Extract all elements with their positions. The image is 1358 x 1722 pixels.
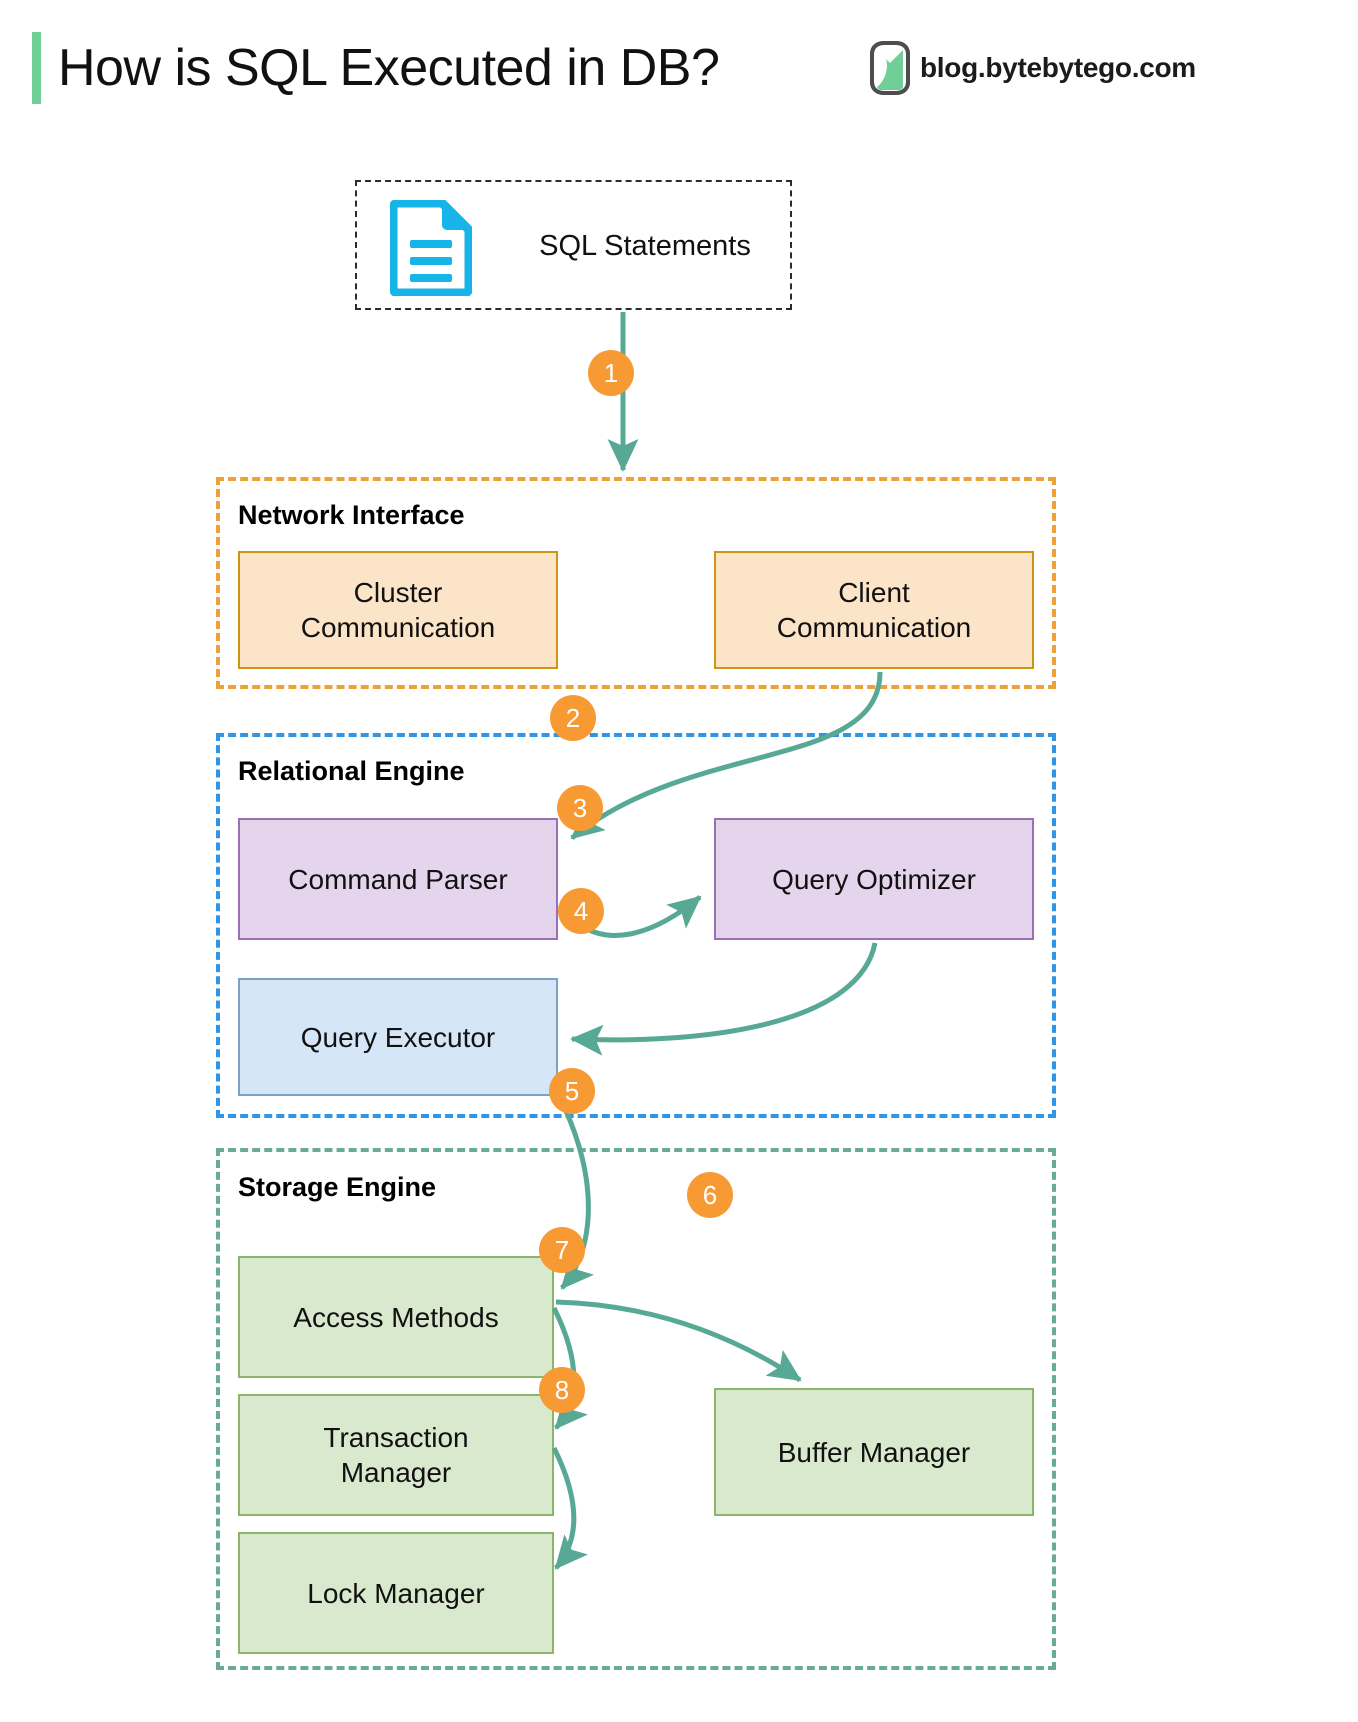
group-label-network-interface: Network Interface [238, 500, 465, 530]
group-label-storage-engine: Storage Engine [238, 1172, 437, 1202]
step-badge-4: 4 [558, 888, 604, 934]
brand-label: blog.bytebytego.com [920, 52, 1196, 83]
group-label-relational-engine: Relational Engine [238, 756, 465, 786]
step-badge-5: 5 [549, 1068, 595, 1114]
node-access-methods[interactable]: Access Methods [238, 1256, 554, 1378]
node-query-executor[interactable]: Query Executor [238, 978, 558, 1096]
node-buffer-manager[interactable]: Buffer Manager [714, 1388, 1034, 1516]
bytebytego-logo-icon [868, 41, 912, 95]
brand-watermark: blog.bytebytego.com [868, 40, 1196, 96]
node-query-optimizer[interactable]: Query Optimizer [714, 818, 1034, 940]
step-badge-8: 8 [539, 1367, 585, 1413]
node-cluster-communication[interactable]: Cluster Communication [238, 551, 558, 669]
node-transaction-manager[interactable]: Transaction Manager [238, 1394, 554, 1516]
step-badge-1: 1 [588, 350, 634, 396]
page-title: How is SQL Executed in DB? [58, 39, 720, 97]
step-badge-2: 2 [550, 695, 596, 741]
step-badge-7: 7 [539, 1227, 585, 1273]
step-badge-3: 3 [557, 785, 603, 831]
node-command-parser[interactable]: Command Parser [238, 818, 558, 940]
node-transaction-manager-line1: Transaction [323, 1422, 469, 1453]
title-accent-bar [32, 32, 41, 104]
sql-statements-box [355, 180, 792, 310]
page-header: How is SQL Executed in DB? blog.bytebyte… [0, 0, 1358, 140]
group-storage-engine [216, 1148, 1056, 1670]
node-client-communication[interactable]: Client Communication [714, 551, 1034, 669]
node-transaction-manager-line2: Manager [340, 1457, 452, 1488]
node-cluster-communication-line1: Cluster [353, 577, 443, 608]
step-badge-6: 6 [687, 1172, 733, 1218]
node-cluster-communication-line2: Communication [300, 612, 496, 643]
node-client-communication-line1: Client [838, 577, 910, 608]
node-client-communication-line2: Communication [776, 612, 972, 643]
sql-statements-label: SQL Statements [539, 229, 751, 262]
document-icon [388, 198, 474, 298]
node-lock-manager[interactable]: Lock Manager [238, 1532, 554, 1654]
